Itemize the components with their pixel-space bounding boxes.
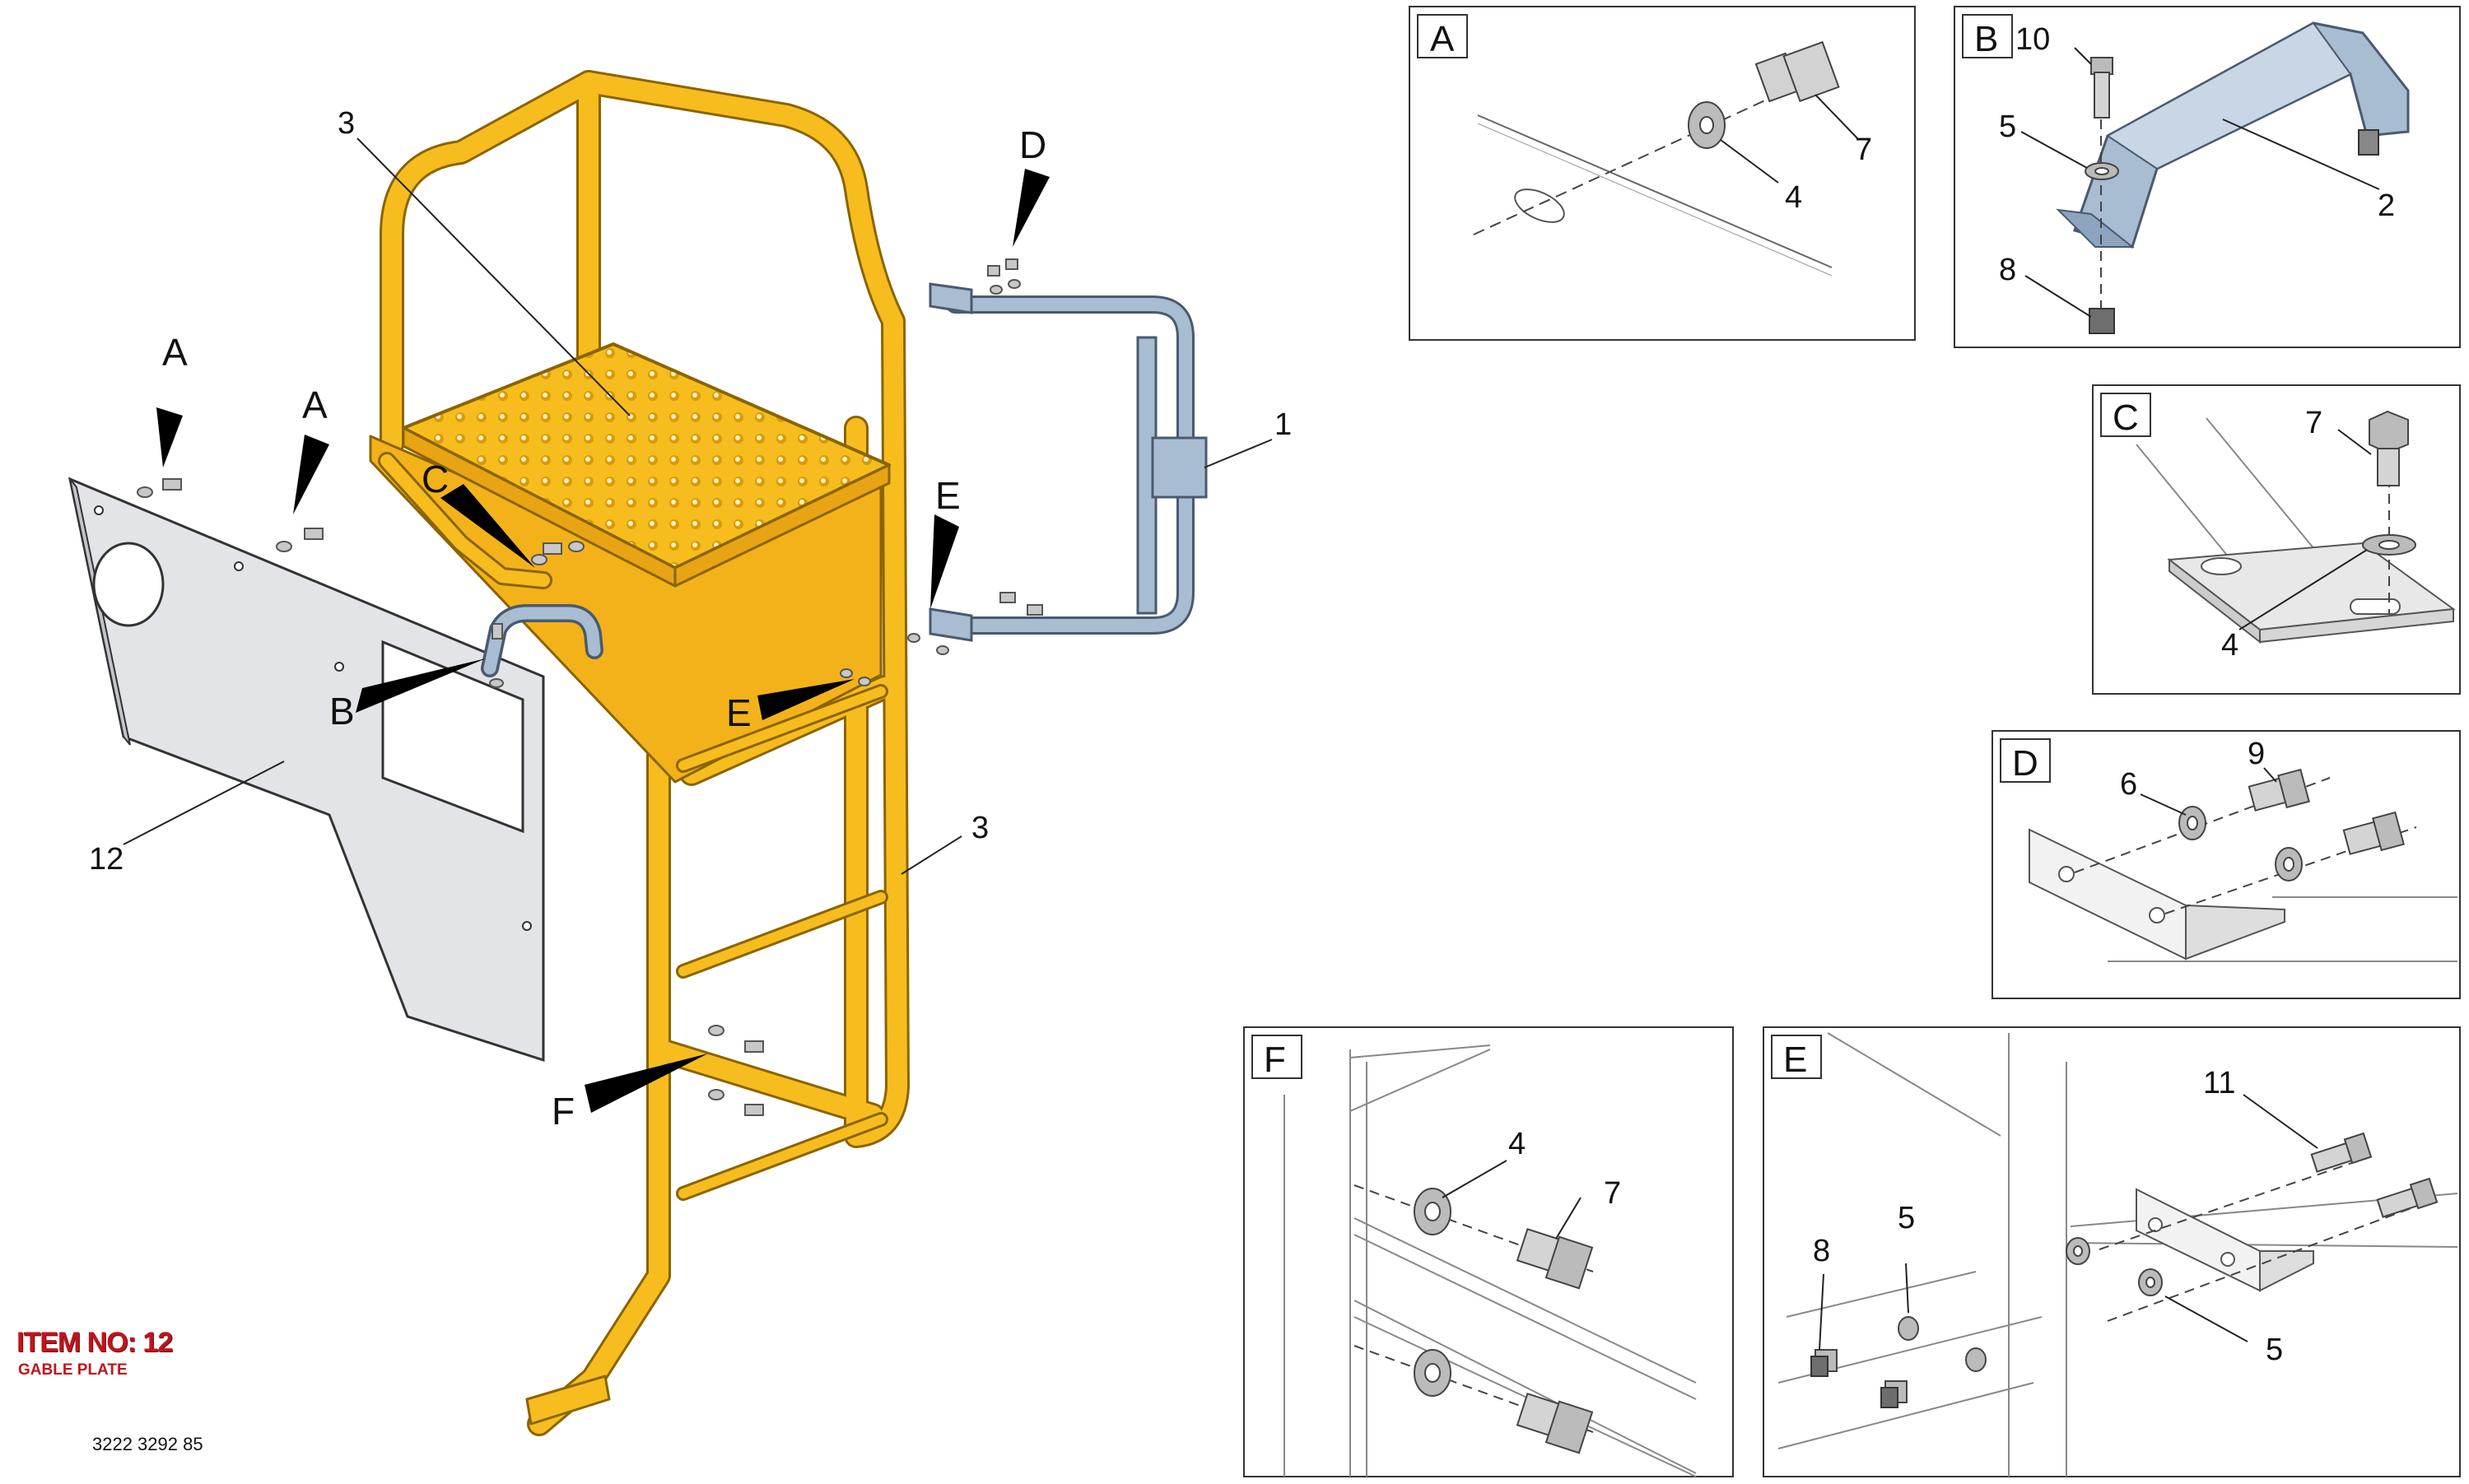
callout-1: 1: [1274, 407, 1292, 442]
view-letter-d: D: [1019, 123, 1046, 166]
grab-handle-small: [481, 604, 603, 677]
detail-b-label-8: 8: [1999, 253, 2016, 287]
detail-b-tag: B: [1974, 19, 1998, 59]
detail-a: A 7 4: [1409, 6, 1916, 341]
detail-e-label-5-top: 5: [1898, 1201, 1915, 1235]
detail-a-tag: A: [1430, 19, 1455, 59]
ladder-frame: [369, 70, 910, 1436]
detail-e: E: [1763, 1026, 2461, 1477]
detail-b-label-10: 10: [2015, 22, 2050, 57]
item-name-label: GABLE PLATE: [18, 1361, 128, 1379]
mounting-bracket: [929, 282, 1208, 642]
detail-d-label-6: 6: [2120, 767, 2137, 802]
detail-d-label-9: 9: [2248, 737, 2265, 771]
detail-e-tag: E: [1783, 1040, 1807, 1080]
detail-a-label-7: 7: [1855, 133, 1872, 167]
detail-c-label-7: 7: [2305, 406, 2322, 440]
view-letter-e-1: E: [935, 474, 961, 517]
detail-b-label-2: 2: [2378, 188, 2395, 223]
view-letter-a-2: A: [302, 384, 328, 426]
detail-b-label-5: 5: [1999, 109, 2016, 144]
detail-e-label-5-right: 5: [2266, 1333, 2283, 1367]
detail-d: D 9 6: [1992, 730, 2461, 999]
callout-3-side: 3: [971, 811, 989, 845]
drawing-number: 3222 3292 85: [92, 1434, 203, 1454]
view-letter-f: F: [552, 1090, 575, 1133]
detail-f-tag: F: [1264, 1040, 1286, 1080]
detail-f-label-7: 7: [1604, 1176, 1621, 1211]
main-leaders: [123, 137, 1273, 875]
detail-b: B 10 5 2 8: [1954, 6, 2461, 348]
callout-3-top: 3: [338, 106, 355, 141]
gable-plate: [68, 477, 545, 1063]
detail-d-tag: D: [2012, 743, 2038, 784]
detail-c-tag: C: [2113, 398, 2139, 438]
detail-e-label-11: 11: [2203, 1066, 2235, 1100]
detail-c-label-4: 4: [2221, 628, 2238, 663]
detail-a-label-4: 4: [1785, 180, 1802, 215]
detail-c: C 7 4: [2092, 384, 2461, 695]
view-letter-e-2: E: [726, 691, 752, 734]
view-pointers: [156, 169, 1050, 1113]
detail-f: F 4 7: [1243, 1026, 1734, 1477]
view-letter-b: B: [329, 690, 355, 733]
view-letter-c: C: [422, 458, 449, 500]
view-letter-a-1: A: [162, 331, 188, 374]
main-view-fasteners: [137, 258, 1043, 1116]
main-text: A A C B D E E F 3 1 3 12: [89, 106, 1292, 1133]
callout-12: 12: [89, 842, 123, 877]
detail-f-label-4: 4: [1508, 1127, 1526, 1161]
item-number-label: ITEM NO: 12: [16, 1327, 173, 1358]
detail-e-label-8: 8: [1813, 1234, 1830, 1268]
